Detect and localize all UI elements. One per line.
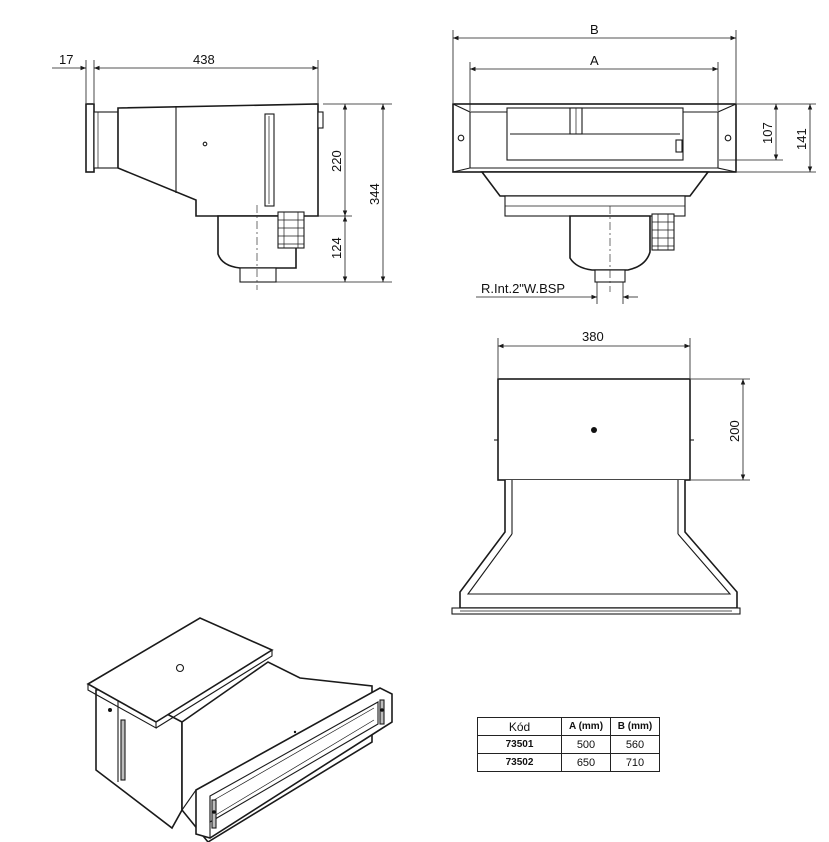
dim-flange-label: 17: [59, 52, 73, 67]
dim-lower-height-label: 124: [329, 237, 344, 259]
header-code: Kód: [477, 717, 562, 736]
dim-depth-label: 200: [727, 420, 742, 442]
row-a: 650: [561, 753, 611, 772]
top-view: 380 200: [451, 329, 750, 615]
dim-a-label: A: [590, 53, 599, 68]
row-b: 560: [610, 735, 660, 754]
header-a: A (mm): [561, 717, 611, 736]
isometric-view: [86, 617, 393, 842]
row-code: 73501: [477, 735, 562, 754]
dim-outer-height-label: 141: [794, 128, 809, 150]
dim-b-label: B: [590, 22, 599, 37]
code-table: Kód A (mm) B (mm) 73501 500 560 73502 65…: [477, 717, 660, 772]
dim-inner-height-label: 107: [760, 122, 775, 144]
header-b: B (mm): [610, 717, 660, 736]
front-view: B A 107 141 R.Int.2"W.BSP: [452, 22, 816, 304]
table-row: 73501 500 560: [477, 735, 660, 754]
table-header-row: Kód A (mm) B (mm): [477, 717, 660, 736]
dim-length-label: 438: [193, 52, 215, 67]
row-b: 710: [610, 753, 660, 772]
side-view: 17 438 220 124 344: [52, 52, 392, 290]
row-a: 500: [561, 735, 611, 754]
dim-total-height-label: 344: [367, 183, 382, 205]
table-row: 73502 650 710: [477, 753, 660, 772]
dim-upper-height-label: 220: [329, 150, 344, 172]
thread-label: R.Int.2"W.BSP: [481, 281, 565, 296]
row-code: 73502: [477, 753, 562, 772]
dim-width-label: 380: [582, 329, 604, 344]
